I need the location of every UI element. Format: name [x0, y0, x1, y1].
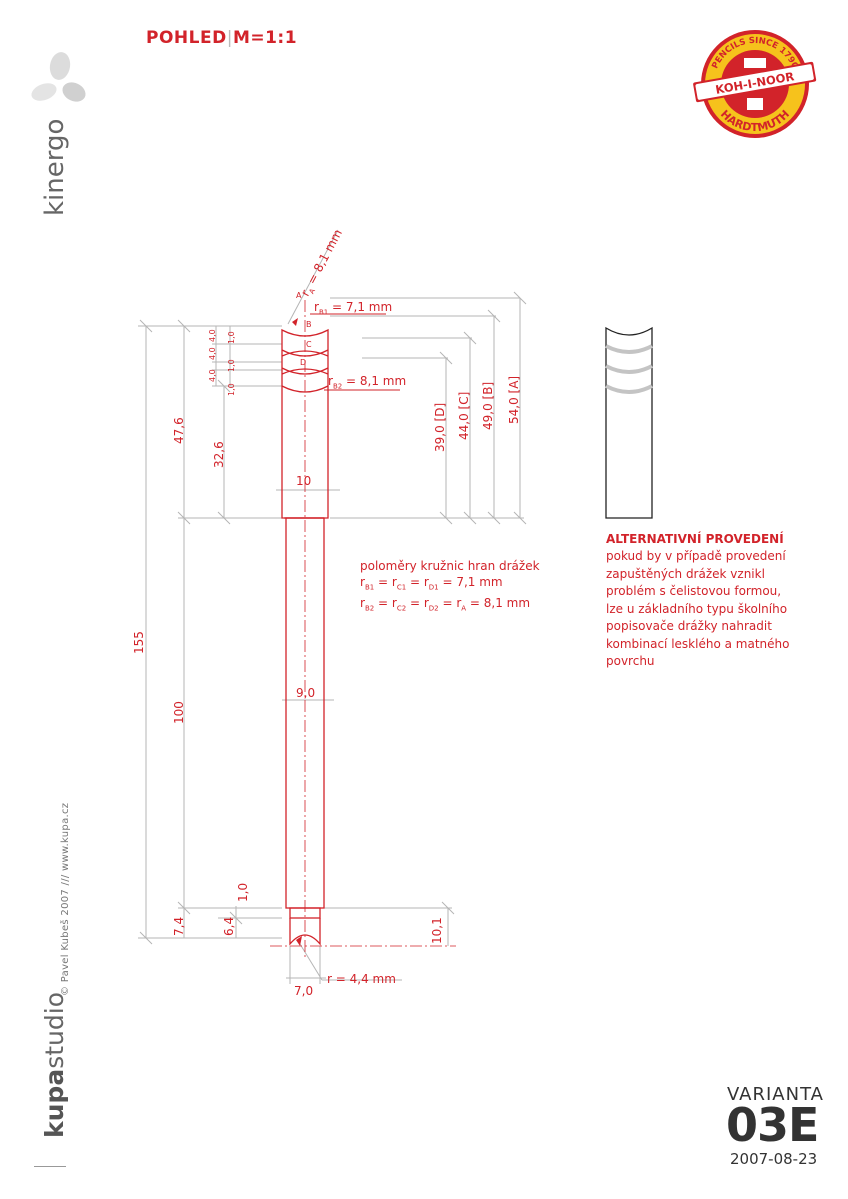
dim-6-4: 6,4 — [222, 916, 236, 936]
alternative-line: zapuštěných drážek vznikl — [606, 566, 765, 581]
dim-rB2: rB2 = 8,1 mm — [328, 374, 407, 391]
dim-7-4: 7,4 — [172, 916, 186, 936]
dim-10-1: 10,1 — [430, 917, 444, 944]
dim-10: 10 — [296, 474, 312, 488]
radii-note-line2: rB2 = rC2 = rD2 = rA = 8,1 mm — [360, 596, 531, 613]
alternative-line: povrchu — [606, 654, 655, 668]
dim-4-0a: 4,0 — [208, 329, 217, 342]
dim-rB1: rB1 = 7,1 mm — [314, 300, 393, 317]
dim-4-0b: 4,0 — [208, 347, 217, 360]
dim-1-0: 1,0 — [236, 882, 250, 902]
alternative-line: pokud by v případě provedení — [606, 549, 786, 563]
variant-code: 03E — [726, 1098, 819, 1152]
dim-1-0b: 1,0 — [227, 359, 236, 372]
dim-7-0: 7,0 — [294, 984, 314, 998]
label-D: D — [300, 358, 307, 367]
label-A: A — [296, 291, 302, 300]
variant-label: VARIANTA — [727, 1084, 824, 1105]
alternative-line: popisovače drážky nahradit — [606, 619, 772, 633]
scale-label: M=1:1 — [232, 28, 298, 48]
alternative-title: ALTERNATIVNÍ PROVEDENÍ — [606, 532, 784, 546]
dim-4-0c: 4,0 — [208, 369, 217, 382]
radii-note-line1: rB1 = rC1 = rD1 = 7,1 mm — [360, 575, 503, 592]
dim-D: 39,0 [D] — [433, 402, 447, 452]
dim-C: 44,0 [C] — [457, 391, 471, 440]
label-C: C — [306, 340, 312, 349]
alternative-text: pokud by v případě provedení zapuštěných… — [606, 548, 826, 671]
variant-date: 2007-08-23 — [730, 1150, 818, 1168]
radii-note: poloměry kružnic hran drážek rB1 = rC1 =… — [360, 558, 540, 617]
footer-divider — [34, 1166, 66, 1167]
koh-i-noor-logo-icon: PENCILS SINCE 1790 HARDTMUTH KOH-I-NOOR — [693, 30, 817, 138]
title-separator: | — [226, 28, 233, 48]
dim-A: 54,0 [A] — [507, 375, 521, 424]
dim-r-tip: r = 4,4 mm — [327, 972, 396, 986]
dim-B: 49,0 [B] — [481, 381, 495, 430]
alternative-line: kombinací lesklého a matného — [606, 636, 790, 651]
dim-1-0c: 1,0 — [227, 383, 236, 396]
page-title: POHLED|M=1:1 — [146, 28, 297, 48]
dim-32-6: 32,6 — [212, 441, 226, 468]
alternative-line: problém s čelistovou formou, — [606, 584, 782, 598]
kinergo-logo-icon — [31, 52, 86, 102]
dim-47-6: 47,6 — [172, 417, 186, 444]
dim-100: 100 — [172, 701, 186, 724]
dim-1-0a: 1,0 — [227, 331, 236, 344]
view-label: POHLED — [146, 28, 227, 48]
dim-155: 155 — [132, 631, 146, 654]
dim-9-0: 9,0 — [296, 686, 316, 700]
radii-note-title: poloměry kružnic hran drážek — [360, 559, 540, 573]
alternative-line: lze u základního typu školního — [606, 601, 788, 616]
label-B: B — [306, 320, 312, 329]
